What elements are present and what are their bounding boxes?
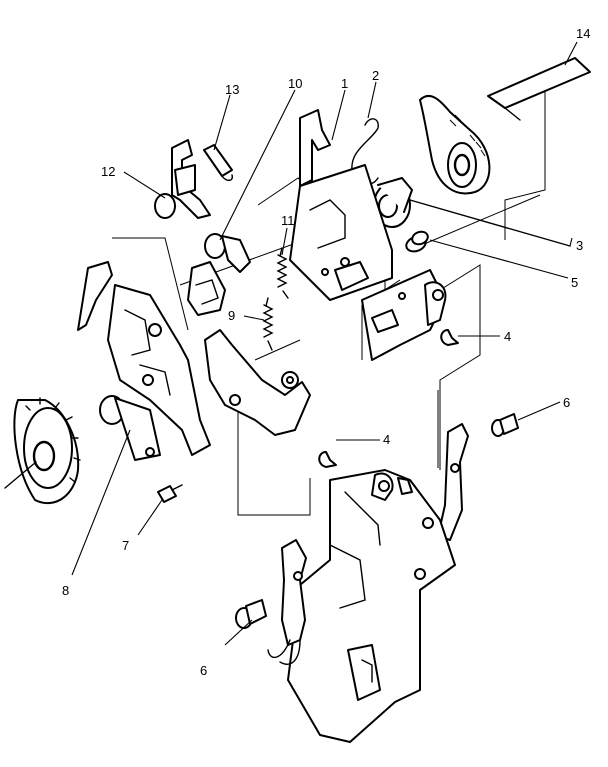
part-e-clip-lower bbox=[318, 451, 337, 468]
callout-7: 7 bbox=[122, 538, 129, 553]
part-screw-lower bbox=[235, 599, 267, 629]
part-hook-pin bbox=[203, 144, 234, 182]
part-bottom-hook-lever bbox=[267, 539, 307, 665]
part-main-bracket bbox=[289, 109, 393, 301]
callout-6-right: 6 bbox=[563, 395, 570, 410]
callout-labels: 1 2 3 4 4 5 6 6 7 8 9 10 11 12 13 14 bbox=[62, 26, 590, 678]
part-lower-right-lever bbox=[437, 423, 469, 541]
callout-14: 14 bbox=[576, 26, 590, 41]
part-screw-small bbox=[157, 484, 183, 503]
callout-12: 12 bbox=[101, 164, 115, 179]
part-knob-assembly bbox=[419, 94, 491, 195]
part-small-roller bbox=[405, 230, 429, 253]
part-screw-right bbox=[491, 413, 519, 437]
part-coil-spring-upper bbox=[276, 247, 289, 299]
callout-4-lower: 4 bbox=[383, 432, 390, 447]
callout-1: 1 bbox=[341, 76, 348, 91]
callout-8: 8 bbox=[62, 583, 69, 598]
part-bushing bbox=[373, 177, 571, 247]
part-coil-spring-middle bbox=[262, 297, 274, 351]
leader-lines bbox=[71, 41, 578, 646]
part-left-bushing bbox=[99, 395, 161, 461]
callout-10: 10 bbox=[288, 76, 302, 91]
part-base-chassis bbox=[287, 469, 456, 743]
part-left-gear bbox=[4, 397, 81, 505]
part-left-side-frame bbox=[77, 261, 211, 456]
part-gear-lever bbox=[187, 233, 251, 316]
part-e-clip-upper bbox=[440, 329, 459, 346]
part-right-bracket bbox=[361, 269, 447, 361]
callout-5: 5 bbox=[571, 275, 578, 290]
callout-4-upper: 4 bbox=[504, 329, 511, 344]
part-middle-lever-arm bbox=[204, 329, 311, 436]
callout-3: 3 bbox=[576, 238, 583, 253]
callout-2: 2 bbox=[372, 68, 379, 83]
part-cam-lever bbox=[154, 139, 211, 219]
callout-13: 13 bbox=[225, 82, 239, 97]
callout-11: 11 bbox=[281, 213, 295, 228]
part-cover-strip bbox=[487, 57, 591, 121]
callout-6-lower: 6 bbox=[200, 663, 207, 678]
callout-9: 9 bbox=[228, 308, 235, 323]
